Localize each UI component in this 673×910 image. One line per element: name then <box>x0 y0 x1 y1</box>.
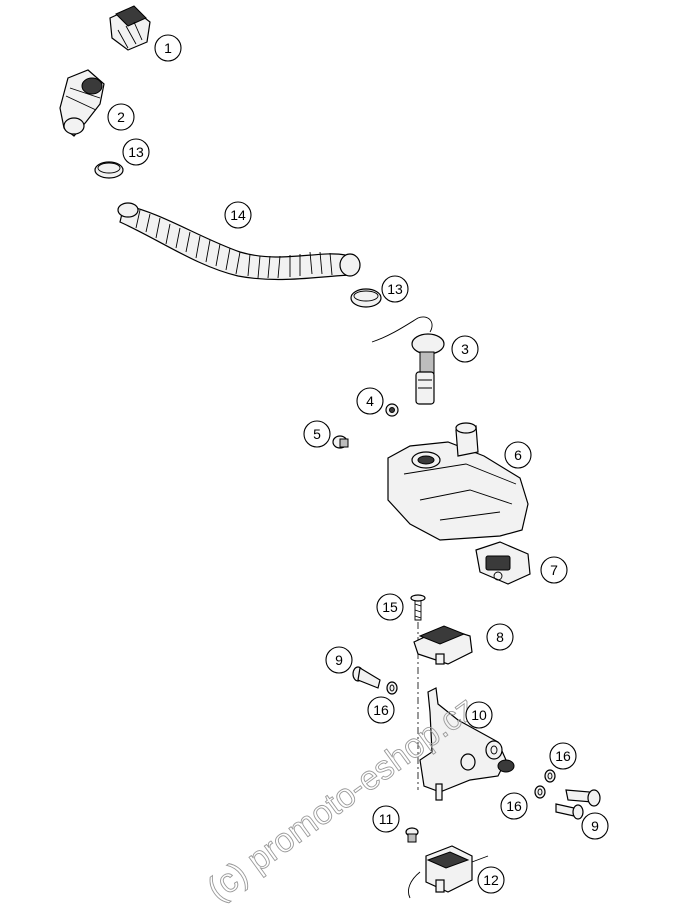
callout-label: 16 <box>506 798 522 814</box>
callout: 13 <box>381 275 409 303</box>
part-screw-4 <box>385 403 399 417</box>
callout-label: 7 <box>550 562 558 578</box>
callout-label: 13 <box>387 281 403 297</box>
callout: 14 <box>224 201 252 229</box>
part-frame-bracket <box>419 687 515 801</box>
callout-label: 9 <box>591 818 599 834</box>
callout-label: 15 <box>382 599 398 615</box>
callout: 15 <box>376 593 404 621</box>
callout: 5 <box>303 420 331 448</box>
part-fitting <box>405 827 419 843</box>
callout: 9 <box>325 646 353 674</box>
callout: 11 <box>372 805 400 833</box>
part-hose-clamp-lower <box>350 288 382 308</box>
callout: 8 <box>486 623 514 651</box>
part-solenoid-valve <box>408 845 489 899</box>
callout-label: 12 <box>483 872 499 888</box>
part-bolt-left <box>352 666 381 689</box>
part-washer-right-lower <box>534 785 546 799</box>
callout-label: 14 <box>230 207 246 223</box>
part-tank <box>387 422 529 541</box>
callout: 9 <box>581 812 609 840</box>
callout: 6 <box>504 441 532 469</box>
callout-label: 9 <box>335 652 343 668</box>
callout: 2 <box>107 103 135 131</box>
callout: 16 <box>549 742 577 770</box>
callout-label: 16 <box>373 702 389 718</box>
callout-label: 5 <box>313 426 321 442</box>
callout-label: 13 <box>128 144 144 160</box>
part-screw-5 <box>332 435 349 449</box>
callout-label: 1 <box>164 40 172 56</box>
part-washer-left <box>386 681 398 695</box>
callout: 10 <box>465 701 493 729</box>
part-bolt-right <box>555 789 601 820</box>
callout-label: 10 <box>471 707 487 723</box>
part-washer-right-upper <box>544 769 556 783</box>
callout: 12 <box>477 866 505 894</box>
callout: 4 <box>356 387 384 415</box>
callout: 3 <box>451 335 479 363</box>
part-screw-15 <box>410 594 426 621</box>
callout-label: 16 <box>555 748 571 764</box>
callout-label: 4 <box>366 393 374 409</box>
part-level-sensor <box>371 316 445 405</box>
callout-label: 11 <box>379 811 394 827</box>
callout-label: 6 <box>514 447 522 463</box>
callout-label: 2 <box>117 109 125 125</box>
part-hose-clamp-upper <box>94 161 124 179</box>
callout-label: 8 <box>496 629 504 645</box>
part-mount-bracket <box>475 541 531 585</box>
callout: 7 <box>540 556 568 584</box>
part-cap <box>109 5 151 51</box>
part-corrugated-hose <box>117 202 361 281</box>
part-filler-neck <box>59 69 105 137</box>
callout: 16 <box>500 792 528 820</box>
callout: 16 <box>367 696 395 724</box>
callout: 1 <box>154 34 182 62</box>
part-valve-holder <box>413 625 473 665</box>
callout-label: 3 <box>461 341 469 357</box>
callout: 13 <box>122 138 150 166</box>
